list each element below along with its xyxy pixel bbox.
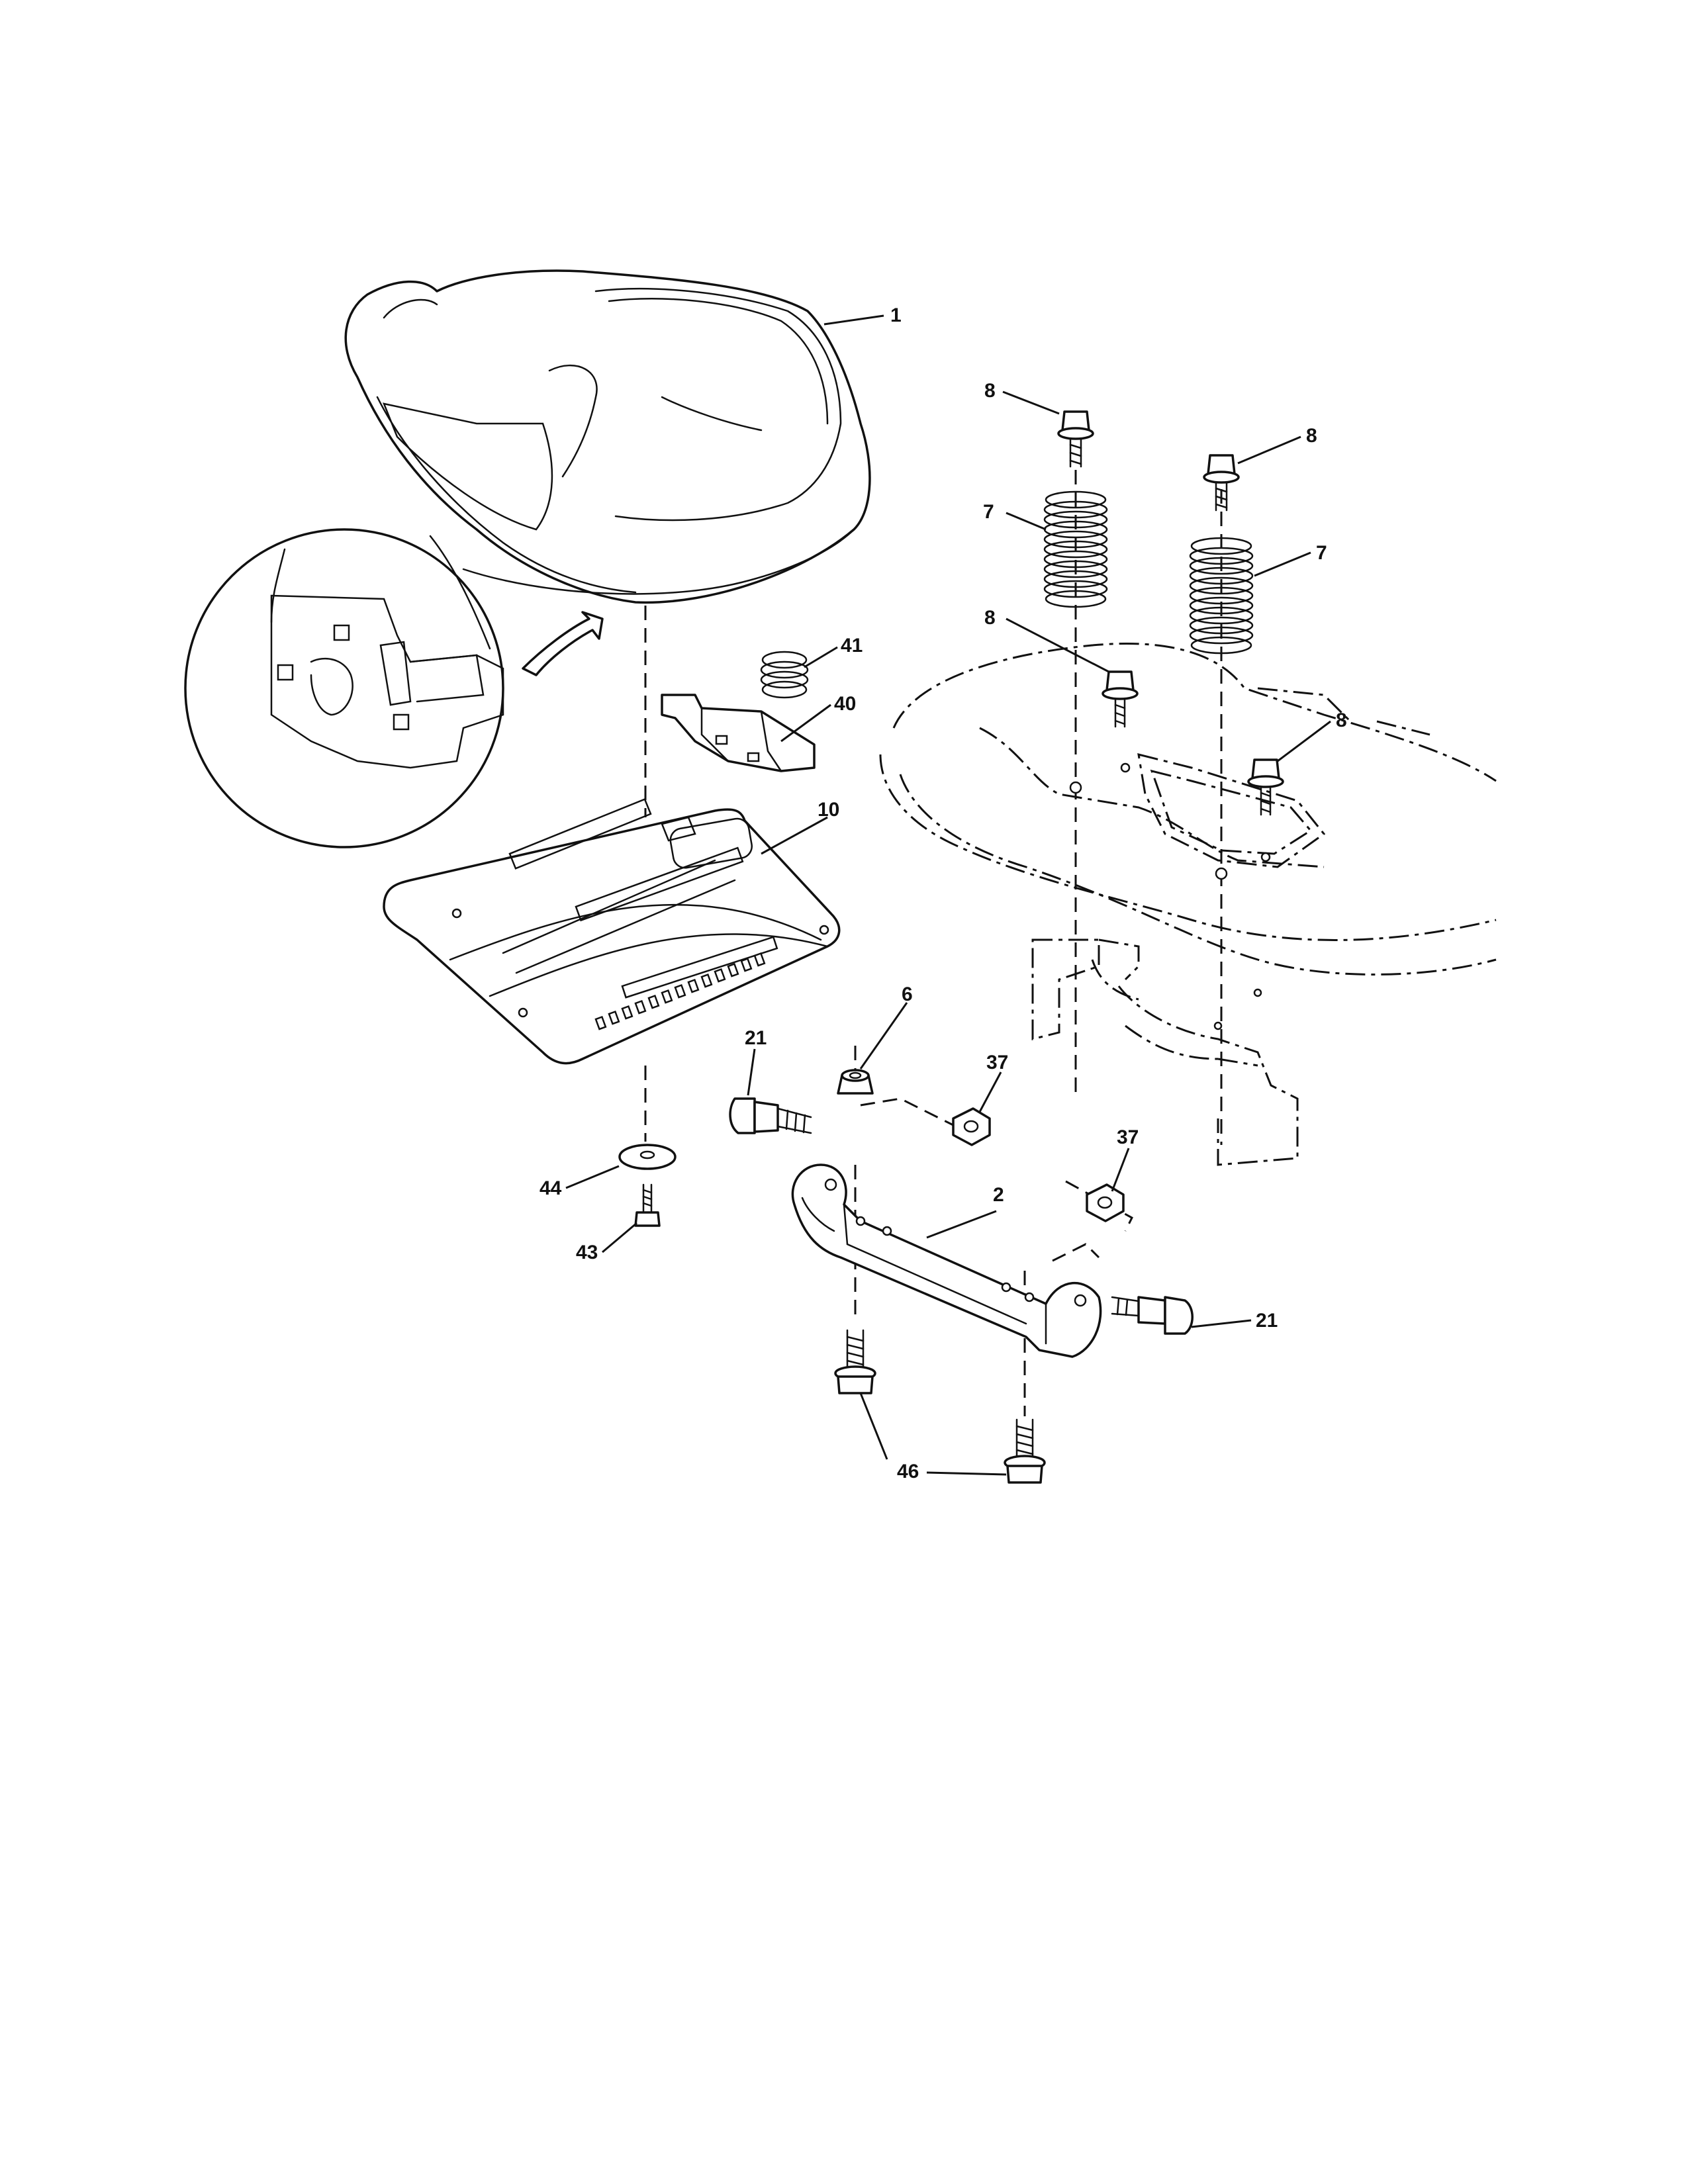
detail-inset bbox=[184, 528, 604, 848]
bolt-mid-left-drawing bbox=[1102, 670, 1139, 728]
label-spring-left: 7 bbox=[983, 501, 994, 523]
spring-left-drawing bbox=[1043, 490, 1108, 608]
bolt-top-right-drawing bbox=[1203, 454, 1240, 512]
small-spring bbox=[760, 651, 809, 699]
shoulder-bolt-right-drawing bbox=[1111, 1296, 1194, 1335]
shoulder-bolt-left-drawing bbox=[729, 1097, 812, 1134]
leader-lines bbox=[565, 314, 1331, 1476]
bolt-mid-right-drawing bbox=[1247, 758, 1284, 816]
label-bolt-top-right: 8 bbox=[1306, 425, 1317, 447]
spring-right-drawing bbox=[1189, 537, 1254, 655]
seat-pan-drawing bbox=[383, 797, 841, 1065]
washer-drawing bbox=[618, 1144, 677, 1170]
seat-drawing bbox=[344, 269, 871, 604]
label-seat: 1 bbox=[890, 304, 902, 326]
flange-bolt-right-drawing bbox=[1004, 1418, 1046, 1484]
label-nut-6: 6 bbox=[902, 983, 913, 1005]
part-labels: 1 10 2 6 7 7 8 8 8 8 21 21 37 37 41 40 4… bbox=[539, 304, 1347, 1482]
label-screw: 43 bbox=[576, 1242, 598, 1263]
label-seat-pan: 10 bbox=[818, 799, 839, 821]
label-nut-37-upper: 37 bbox=[986, 1052, 1008, 1073]
label-flange-bolt-left: 46 bbox=[897, 1461, 919, 1482]
label-spring-right: 7 bbox=[1316, 542, 1327, 564]
flange-bolt-left-drawing bbox=[834, 1329, 876, 1394]
screw-drawing bbox=[634, 1183, 661, 1227]
nut-37-lower-drawing bbox=[1086, 1183, 1125, 1222]
label-spring-small: 41 bbox=[841, 635, 863, 657]
label-nut-37-lower: 37 bbox=[1117, 1126, 1139, 1148]
label-latch-clip: 40 bbox=[834, 693, 856, 715]
seat-bracket-drawing bbox=[791, 1163, 1102, 1358]
chassis-outline bbox=[879, 643, 1497, 1166]
nut-37-upper-drawing bbox=[952, 1107, 991, 1146]
seat-pan-adjust-slots bbox=[594, 952, 766, 1030]
label-shoulder-bolt-left: 21 bbox=[745, 1027, 767, 1049]
label-washer: 44 bbox=[539, 1177, 562, 1199]
label-bolt-top-left: 8 bbox=[984, 380, 996, 402]
label-seat-bracket: 2 bbox=[993, 1184, 1004, 1206]
nut-6-drawing bbox=[837, 1069, 874, 1095]
bolt-top-left-drawing bbox=[1057, 410, 1094, 468]
label-bolt-mid-left: 8 bbox=[984, 607, 996, 629]
label-bolt-mid-right: 8 bbox=[1336, 709, 1347, 731]
label-shoulder-bolt-right: 21 bbox=[1256, 1310, 1278, 1332]
latch-clip-drawing bbox=[661, 694, 816, 772]
